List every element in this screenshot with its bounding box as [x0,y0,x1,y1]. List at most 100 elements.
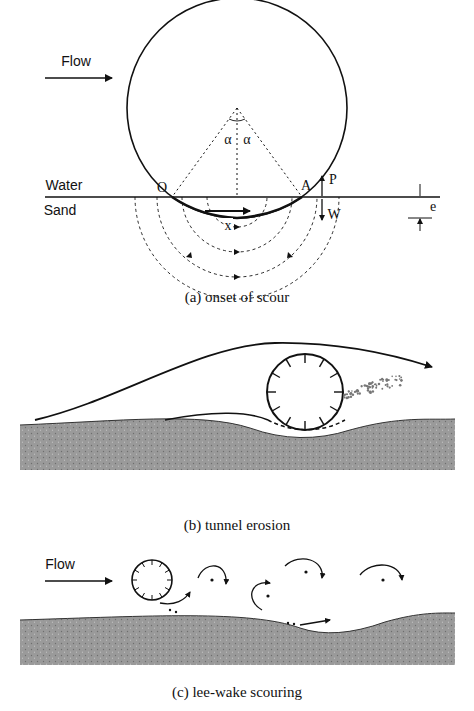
wake-vortices [160,559,402,625]
flow-label: Flow [60,54,92,69]
force-label: P [328,172,338,187]
point-label: A [300,178,312,193]
drawing-stroke [252,583,270,610]
pipe-ticks [267,354,343,430]
pipe-circle [267,354,343,430]
flow-arrow [45,77,112,79]
drawing-stroke [135,588,139,591]
pipe-circle [132,560,172,600]
water-label: Water [45,178,84,193]
drawing-stroke [132,580,137,581]
embedment-label: e [429,199,437,214]
drawing-stroke [367,387,369,389]
drawing-stroke [286,359,291,367]
drawing-stroke [385,379,388,382]
drawing-stroke [381,378,383,380]
embed-arrows [420,184,421,231]
angle-label: α [242,132,251,147]
drawing-stroke [160,563,163,567]
drawing-stroke [401,380,403,382]
drawing-stroke [182,197,292,252]
drawing-stroke [400,379,403,382]
drawing-stroke [210,578,213,581]
sand-plume [343,375,402,399]
drawing-stroke [152,595,153,600]
drawing-stroke [369,391,372,394]
seepage-arrowheads [186,224,293,280]
drawing-stroke [165,570,169,573]
drawing-stroke [368,382,371,385]
angle-arc [229,119,245,121]
drawing-stroke [360,385,362,387]
drawing-stroke [379,379,381,381]
drawing-stroke [234,224,240,230]
distance-label: x [224,218,233,233]
drawing-stroke [369,391,371,393]
drawing-stroke [371,381,373,383]
force-label: W [326,207,341,222]
drawing-stroke [142,563,145,567]
drawing-stroke [135,570,139,573]
panel-caption: (c) lee-wake scouring [171,684,303,701]
tunnel-flow [268,420,345,430]
drawing-stroke [381,388,383,390]
drawing-stroke [234,274,240,280]
drawing-stroke [349,393,351,395]
drawing-stroke [395,376,397,378]
upper-streamline [35,343,432,420]
drawing-stroke [304,421,305,430]
drawing-stroke [346,393,348,395]
embed-tick [408,218,432,219]
drawing-stroke [357,392,359,394]
drawing-stroke [160,593,163,597]
drawing-stroke [293,623,295,625]
lower-streamline [165,413,268,420]
vortex-cores [169,570,385,625]
drawing-stroke [399,384,402,387]
drawing-stroke [272,407,280,412]
drawing-stroke [400,376,402,378]
drawing-stroke [348,397,350,399]
panel-caption: (b) tunnel erosion [183,517,292,534]
drawing-stroke [360,565,402,580]
drawing-stroke [352,394,354,396]
bed-surface [20,419,455,438]
drawing-stroke [385,378,388,381]
drawing-stroke [135,197,339,299]
w-arrow [321,199,322,220]
bed-surface [20,613,455,633]
drawing-stroke [320,359,325,367]
drawing-stroke [272,373,280,378]
x-arrow [205,210,250,212]
drawing-stroke [334,391,343,392]
sand-label: Sand [43,203,78,218]
drawing-stroke [351,390,353,392]
drawing-stroke [320,417,325,425]
drawing-stroke [343,396,345,398]
angle-lines [172,108,302,197]
drawing-stroke [165,588,169,591]
onset-panel [45,0,440,299]
drawing-stroke [285,559,322,578]
drawing-stroke [287,622,289,624]
drawing-stroke [386,385,388,387]
drawing-stroke [300,620,330,625]
sand-bed [20,419,455,470]
drawing-stroke [348,391,350,393]
seepage-path [172,197,302,218]
drawing-stroke [267,391,276,392]
drawing-stroke [234,249,240,255]
pipe-ticks [132,560,172,600]
drawing-stroke [372,381,374,383]
drawing-stroke [348,390,350,392]
drawing-stroke [389,386,391,388]
drawing-stroke [398,375,400,377]
drawing-stroke [357,393,359,395]
p-arrow [321,176,322,196]
drawing-stroke [330,407,338,412]
tunnel-panel [20,343,455,470]
drawing-stroke [391,375,393,377]
panel-caption: (a) onset of scour [184,289,291,306]
drawing-stroke [378,383,381,386]
flow-arrow [45,580,112,582]
